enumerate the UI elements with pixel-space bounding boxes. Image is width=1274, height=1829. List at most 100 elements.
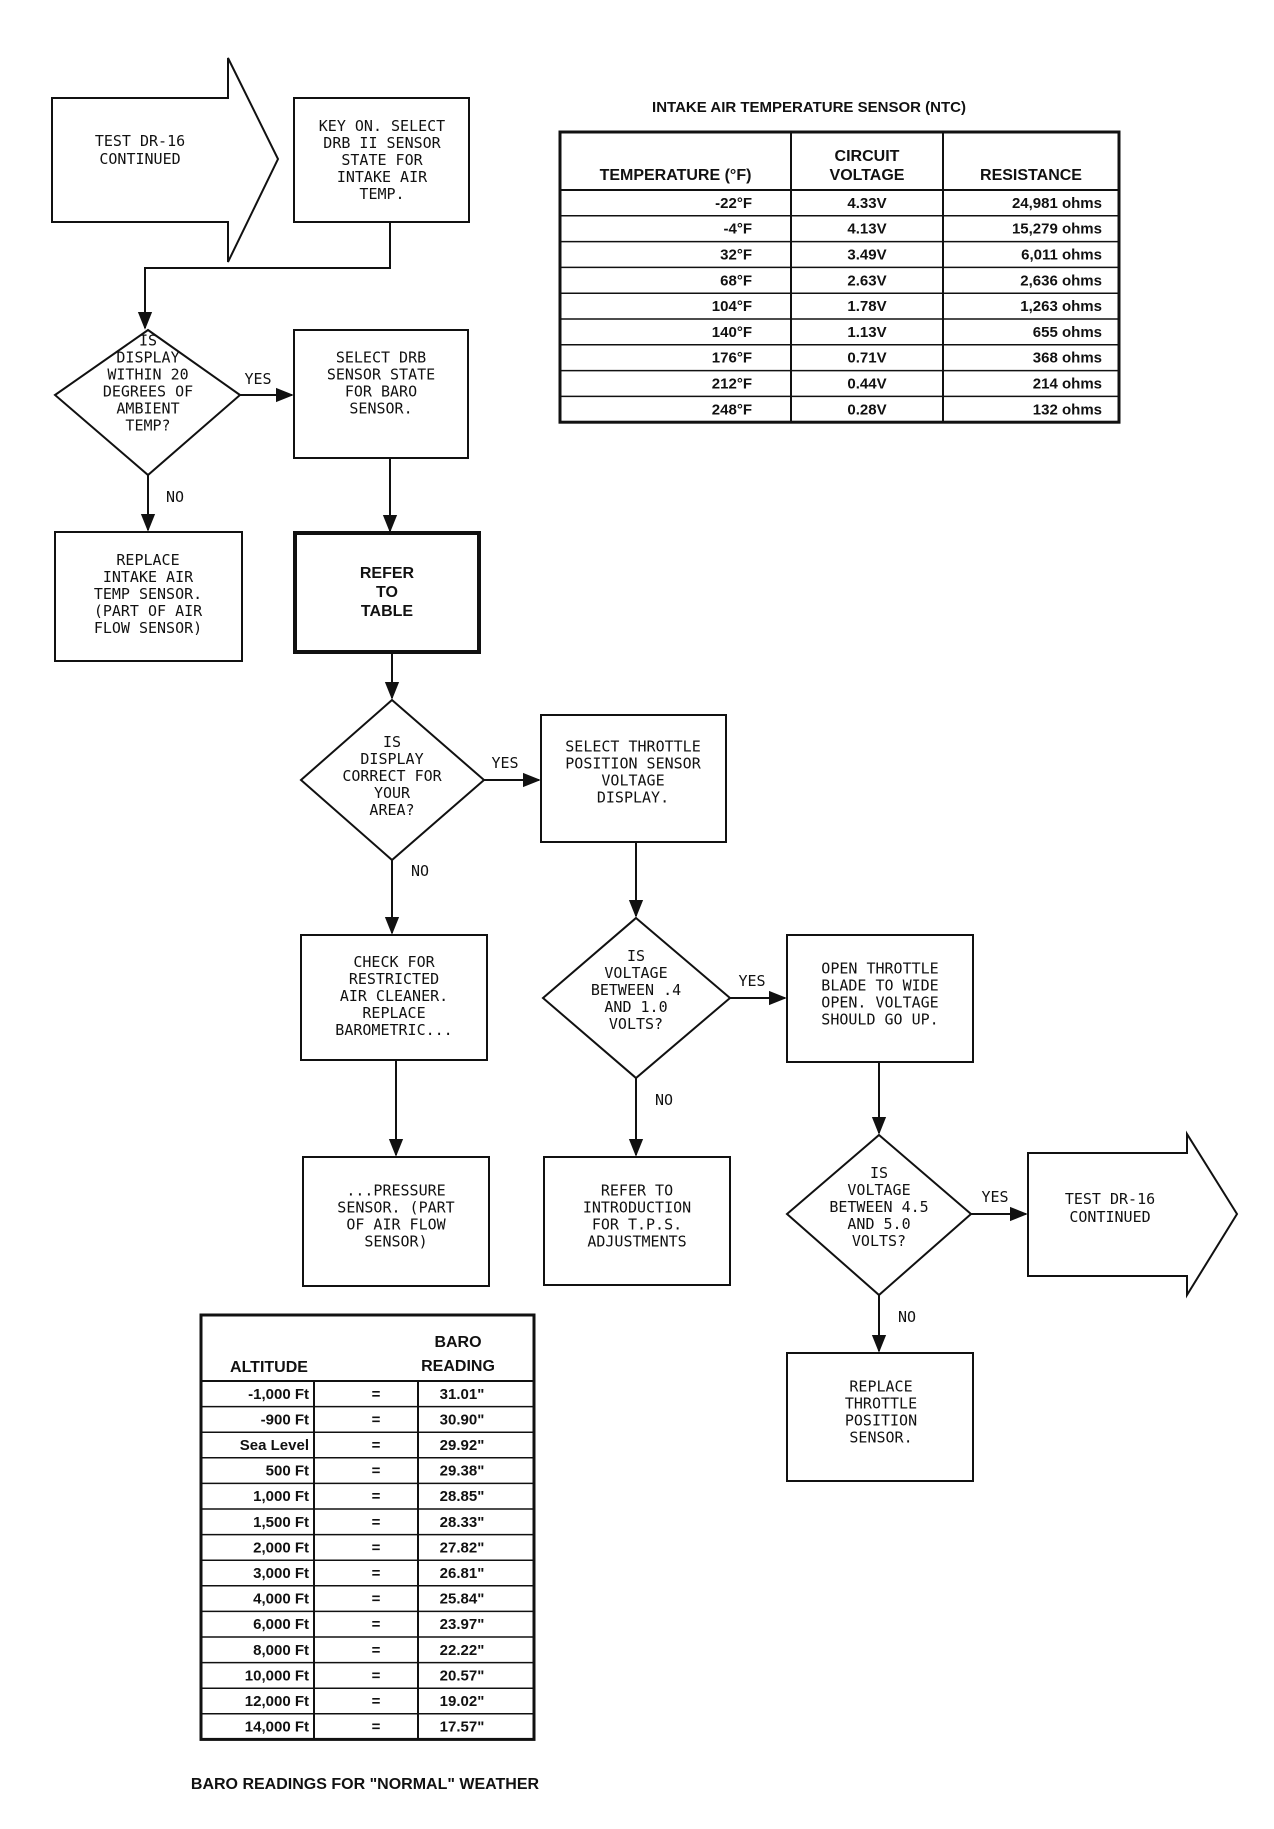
baro-cell-equals: = bbox=[372, 1386, 381, 1403]
baro-cell-reading: 23.97" bbox=[440, 1616, 485, 1633]
baro-cell-reading: 17.57" bbox=[440, 1719, 485, 1736]
baro-cell-equals: = bbox=[372, 1539, 381, 1556]
text-line: (PART OF AIR bbox=[94, 602, 203, 620]
text-line: TEST DR-16 bbox=[1065, 1190, 1155, 1208]
baro-cell-equals: = bbox=[372, 1463, 381, 1480]
yes2-label: YES bbox=[491, 754, 518, 772]
iat-header-line: CIRCUIT bbox=[835, 148, 900, 165]
text-line: WITHIN 20 bbox=[107, 366, 188, 384]
text-line: REPLACE bbox=[849, 1378, 912, 1396]
iat-cell-voltage: 0.28V bbox=[847, 401, 886, 418]
text-line: IS bbox=[627, 947, 645, 965]
text-line: FLOW SENSOR) bbox=[94, 619, 202, 637]
iat-cell-voltage: 3.49V bbox=[847, 247, 886, 264]
iat-table-border bbox=[558, 130, 1121, 424]
iat-cell-temp: 104°F bbox=[712, 298, 752, 315]
text-line: TEMP? bbox=[125, 417, 170, 435]
iat-cell-voltage: 4.33V bbox=[847, 195, 886, 212]
text-line: REFER bbox=[360, 565, 415, 582]
iat-cell-resistance: 368 ohms bbox=[1033, 350, 1102, 367]
baro-cell-reading: 22.22" bbox=[440, 1642, 485, 1659]
text-line: AND 5.0 bbox=[847, 1215, 910, 1233]
yes3-label: YES bbox=[738, 972, 765, 990]
text-line: AREA? bbox=[369, 801, 414, 819]
text-line: ...PRESSURE bbox=[346, 1182, 445, 1200]
iat-header-line: RESISTANCE bbox=[980, 167, 1082, 184]
text-line: ADJUSTMENTS bbox=[587, 1233, 686, 1251]
baro-cell-altitude: 10,000 Ft bbox=[245, 1667, 309, 1684]
iat-cell-resistance: 15,279 ohms bbox=[1012, 221, 1102, 238]
text-line: AMBIENT bbox=[116, 400, 179, 418]
baro-cell-reading: 28.33" bbox=[440, 1514, 485, 1531]
text-line: TEMP. bbox=[359, 185, 404, 203]
baro-cell-altitude: 3,000 Ft bbox=[253, 1565, 309, 1582]
baro-cell-equals: = bbox=[372, 1667, 381, 1684]
text-line: DISPLAY bbox=[360, 750, 423, 768]
pressure-sensor-box-shape bbox=[302, 1156, 490, 1287]
text-line: BETWEEN 4.5 bbox=[829, 1198, 928, 1216]
iat-cell-temp: 140°F bbox=[712, 324, 752, 341]
baro-table-caption: BARO READINGS FOR "NORMAL" WEATHER bbox=[191, 1776, 540, 1793]
baro-cell-reading: 29.92" bbox=[440, 1437, 485, 1454]
baro-cell-reading: 28.85" bbox=[440, 1488, 485, 1505]
baro-cell-altitude: 12,000 Ft bbox=[245, 1693, 309, 1710]
baro-header-altitude: ALTITUDE bbox=[230, 1359, 308, 1376]
text-line: POSITION bbox=[845, 1412, 917, 1430]
text-line: CONTINUED bbox=[1069, 1208, 1150, 1226]
text-line: TEST DR-16 bbox=[95, 132, 185, 150]
connector-keyon-to-diamond1 bbox=[137, 222, 391, 330]
text-line: KEY ON. SELECT bbox=[319, 117, 445, 135]
text-line: VOLTS? bbox=[609, 1015, 663, 1033]
baro-cell-reading: 31.01" bbox=[440, 1386, 485, 1403]
text-line: POSITION SENSOR bbox=[565, 755, 701, 773]
iat-cell-temp: 176°F bbox=[712, 350, 752, 367]
baro-cell-altitude: Sea Level bbox=[240, 1437, 309, 1454]
text-line: INTAKE AIR bbox=[337, 168, 428, 186]
yes1-label: YES bbox=[244, 370, 271, 388]
iat-cell-resistance: 214 ohms bbox=[1033, 376, 1102, 393]
baro-cell-altitude: 1,000 Ft bbox=[253, 1488, 309, 1505]
no3-label: NO bbox=[655, 1091, 673, 1109]
text-line: OF AIR FLOW bbox=[346, 1216, 446, 1234]
iat-cell-voltage: 0.71V bbox=[847, 350, 886, 367]
baro-cell-reading: 30.90" bbox=[440, 1411, 485, 1428]
iat-cell-resistance: 1,263 ohms bbox=[1020, 298, 1102, 315]
no4-label: NO bbox=[898, 1308, 916, 1326]
baro-cell-equals: = bbox=[372, 1488, 381, 1505]
refer-intro-box-shape bbox=[543, 1156, 731, 1286]
text-line: IS bbox=[870, 1164, 888, 1182]
baro-cell-altitude: 4,000 Ft bbox=[253, 1591, 309, 1608]
baro-cell-reading: 25.84" bbox=[440, 1591, 485, 1608]
text-line: VOLTAGE bbox=[604, 964, 667, 982]
baro-cell-reading: 19.02" bbox=[440, 1693, 485, 1710]
iat-cell-resistance: 655 ohms bbox=[1033, 324, 1102, 341]
refer-table-box-shape bbox=[293, 531, 481, 654]
select-baro-box-shape bbox=[293, 329, 469, 459]
key-on-box-shape bbox=[293, 97, 470, 223]
baro-cell-altitude: -1,000 Ft bbox=[248, 1386, 309, 1403]
text-line: REPLACE bbox=[116, 551, 179, 569]
baro-cell-reading: 29.38" bbox=[440, 1463, 485, 1480]
iat-cell-resistance: 132 ohms bbox=[1033, 401, 1102, 418]
text-line: TABLE bbox=[361, 603, 413, 620]
text-line: FOR T.P.S. bbox=[592, 1216, 682, 1234]
end-arrow-shape bbox=[1027, 1130, 1239, 1299]
text-line: INTAKE AIR bbox=[103, 568, 194, 586]
baro-cell-altitude: 8,000 Ft bbox=[253, 1642, 309, 1659]
iat-cell-temp: 32°F bbox=[720, 247, 752, 264]
baro-header-line: BARO bbox=[434, 1334, 481, 1351]
iat-header-line: TEMPERATURE (°F) bbox=[600, 167, 752, 184]
text-line: SENSOR. bbox=[849, 1429, 912, 1447]
baro-cell-equals: = bbox=[372, 1565, 381, 1582]
iat-cell-voltage: 2.63V bbox=[847, 272, 886, 289]
iat-header: RESISTANCE bbox=[980, 167, 1082, 184]
